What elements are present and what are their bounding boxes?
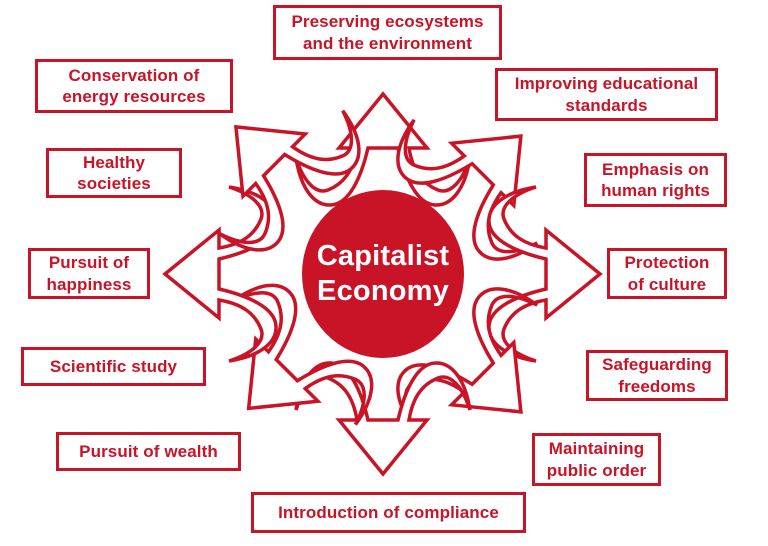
center-circle: [302, 190, 464, 358]
label-box-scientific-study: Scientific study: [21, 347, 206, 386]
label-box-pursuit-happiness: Pursuit of happiness: [28, 248, 150, 299]
label-box-protection-culture: Protection of culture: [607, 248, 727, 299]
label-box-healthy-societies: Healthy societies: [46, 148, 182, 198]
label-box-conservation-energy: Conservation of energy resources: [35, 59, 233, 113]
label-box-preserving-ecosystems: Preserving ecosystems and the environmen…: [273, 5, 502, 60]
radial-arrow-north: [294, 92, 472, 207]
label-box-safeguarding-freedoms: Safeguarding freedoms: [586, 350, 728, 401]
label-box-pursuit-wealth: Pursuit of wealth: [56, 432, 241, 471]
center-circle-label: Capitalist Economy: [316, 240, 450, 307]
radial-arrow-east: [487, 185, 602, 363]
label-box-emphasis-human-rights: Emphasis on human rights: [584, 153, 727, 207]
radial-arrow-west: [163, 185, 278, 363]
label-box-improving-education: Improving educational standards: [495, 68, 718, 121]
label-box-maintaining-public-order: Maintaining public order: [532, 433, 661, 486]
label-box-introduction-compliance: Introduction of compliance: [251, 492, 526, 533]
